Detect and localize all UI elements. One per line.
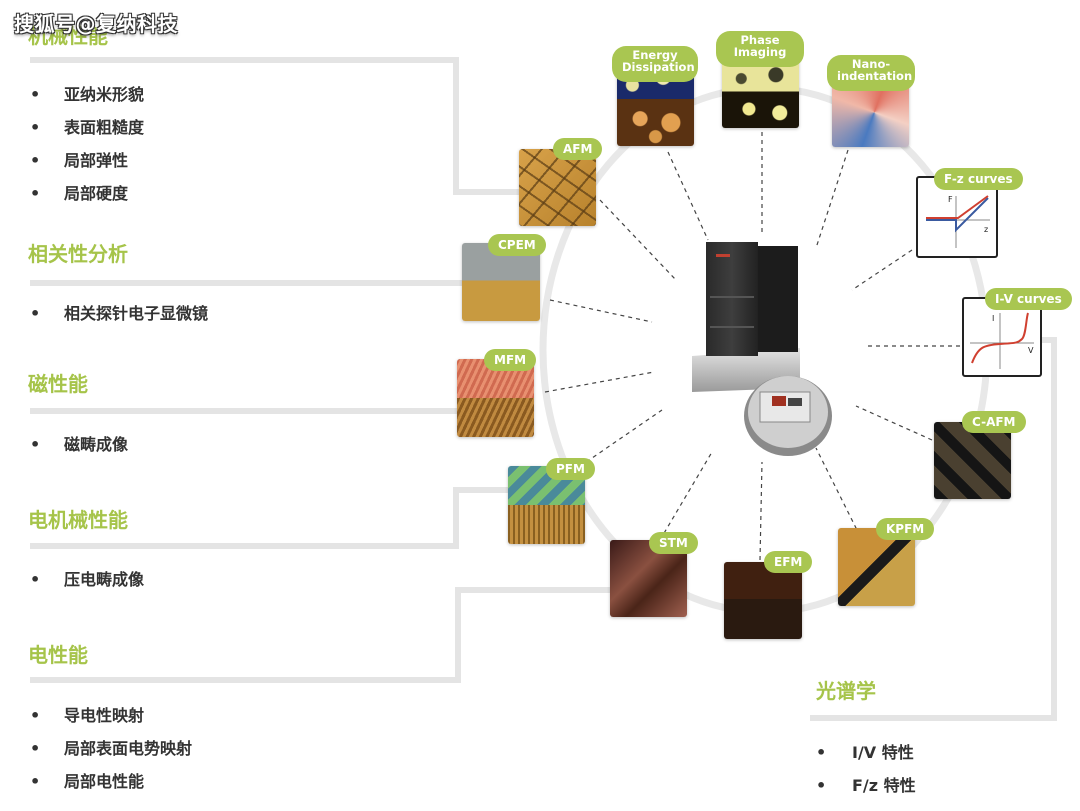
list-item: •局部电性能 — [30, 772, 145, 791]
cpem-image — [462, 243, 540, 321]
list-item: •亚纳米形貌 — [30, 85, 145, 104]
mfm-tag: MFM — [484, 349, 537, 371]
list-item: •相关探针电子显微镜 — [30, 304, 209, 323]
category-title-magnetic: 磁性能 — [28, 372, 88, 396]
list-item: •磁畴成像 — [30, 435, 129, 454]
efm-image — [724, 562, 802, 639]
phase-imaging-tag: Phase Imaging — [716, 31, 804, 67]
cpem-tag: CPEM — [488, 234, 546, 256]
c-afm-image — [934, 422, 1011, 499]
category-title-spectroscopy: 光谱学 — [816, 679, 876, 703]
afm-image — [519, 149, 596, 226]
category-title-electrical: 电性能 — [28, 643, 88, 667]
list-item: •I/V 特性 — [816, 743, 914, 762]
afm-instrument-image — [692, 242, 832, 456]
fz-curve-plot: F z — [926, 195, 990, 248]
list-item: •表面粗糙度 — [30, 118, 145, 137]
category-title-correlation: 相关性分析 — [28, 242, 128, 266]
list-item: •局部硬度 — [30, 184, 129, 203]
energy-dissipation-tag: Energy Dissipation — [612, 46, 698, 82]
category-title-mechanical: 机械性能 — [28, 24, 108, 48]
pfm-tag: PFM — [546, 458, 595, 480]
iv-curve-plot: I V — [970, 312, 1034, 369]
fz-curves-tag: F-z curves — [934, 168, 1023, 190]
stm-tag: STM — [649, 532, 698, 554]
category-title-electromechanical: 电机械性能 — [28, 508, 128, 532]
axis-label-v: V — [1028, 346, 1034, 355]
watermark: 搜狐号@复纳科技 — [14, 12, 178, 36]
iv-curves-tag: I-V curves — [985, 288, 1072, 310]
c-afm-tag: C-AFM — [962, 411, 1026, 433]
axis-label-f: F — [948, 195, 953, 204]
nanoindentation-tag: Nano-indentation — [827, 55, 915, 91]
list-item: •导电性映射 — [30, 706, 145, 725]
iv-curve-graph: I V — [962, 297, 1042, 377]
axis-label-z: z — [984, 225, 988, 234]
list-item: •局部表面电势映射 — [30, 739, 193, 758]
axis-label-i: I — [992, 314, 994, 323]
afm-tag: AFM — [553, 138, 603, 160]
list-item: •压电畴成像 — [30, 570, 145, 589]
kpfm-tag: KPFM — [876, 518, 935, 540]
efm-tag: EFM — [764, 551, 813, 573]
list-item: •局部弹性 — [30, 151, 129, 170]
mfm-image — [457, 359, 534, 437]
kpfm-image — [838, 528, 915, 606]
list-item: •F/z 特性 — [816, 776, 916, 795]
